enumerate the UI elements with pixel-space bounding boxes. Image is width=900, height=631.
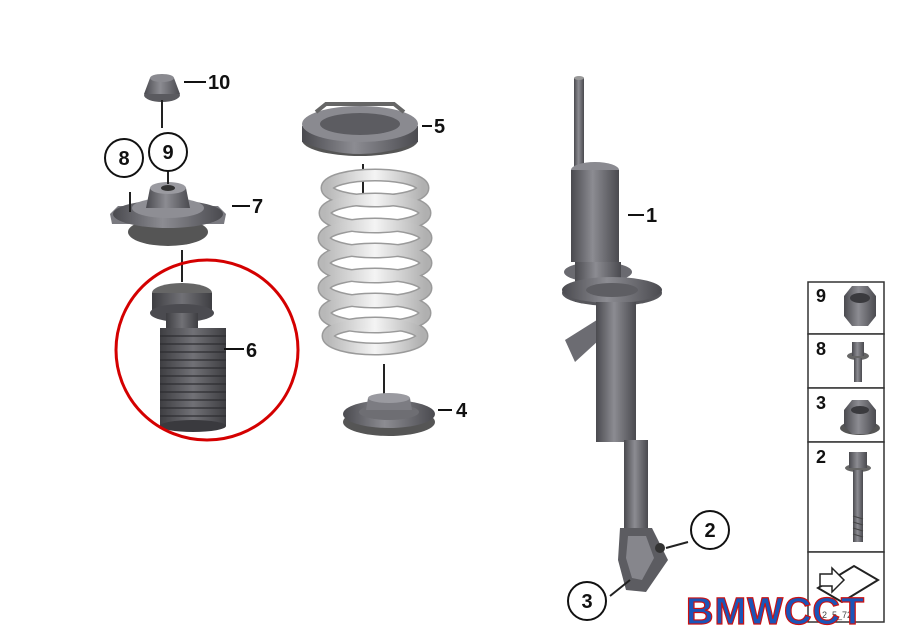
coil-spring bbox=[317, 168, 433, 398]
callout-circle-8: 8 bbox=[104, 138, 144, 178]
watermark-text: BMWCCT bbox=[686, 591, 865, 631]
callout-2: 2 bbox=[704, 520, 715, 542]
legend-label-2: 2 bbox=[816, 447, 826, 467]
callout-leaders bbox=[184, 81, 644, 411]
part-7-top-mount bbox=[110, 170, 226, 282]
highlight-circle bbox=[114, 258, 300, 442]
callout-circle-3: 3 bbox=[567, 581, 607, 621]
callout-3: 3 bbox=[581, 591, 592, 613]
flange-nut-icon bbox=[840, 400, 880, 435]
long-bolt-icon bbox=[845, 452, 871, 542]
hardware-legend: 9 8 3 2 bbox=[807, 281, 885, 623]
callout-circle-2: 2 bbox=[690, 510, 730, 550]
callout-6: 6 bbox=[246, 340, 257, 362]
legend-label-3: 3 bbox=[816, 393, 826, 413]
legend-label-8: 8 bbox=[816, 339, 826, 359]
part-1-strut bbox=[562, 76, 689, 597]
bmwcct-watermark: BMWCCT bbox=[685, 590, 865, 631]
callout-4: 4 bbox=[456, 400, 468, 422]
callout-10: 10 bbox=[208, 72, 230, 94]
part-4-lower-spring-seat bbox=[343, 393, 435, 436]
legend-arrow-icon bbox=[816, 564, 880, 604]
part-6-dust-boot bbox=[150, 283, 226, 432]
diagram-code: 2_5_72 bbox=[822, 610, 852, 620]
callout-7: 7 bbox=[252, 196, 263, 218]
callout-circle-9: 9 bbox=[148, 132, 188, 172]
callout-1: 1 bbox=[646, 205, 657, 227]
callout-8: 8 bbox=[118, 148, 129, 170]
callout-9: 9 bbox=[162, 142, 173, 164]
legend-label-9: 9 bbox=[816, 286, 826, 306]
hex-nut-icon bbox=[844, 286, 876, 326]
flange-bolt-icon bbox=[847, 342, 869, 382]
part-10-nut bbox=[144, 74, 180, 128]
callout-5: 5 bbox=[434, 116, 445, 138]
